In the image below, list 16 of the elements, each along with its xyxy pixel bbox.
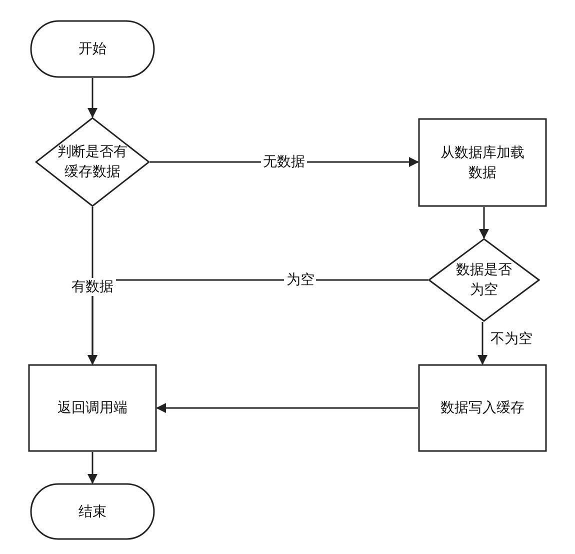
arrow (88, 452, 98, 484)
arrow (156, 403, 418, 413)
terminal-box: 开始 (30, 20, 155, 78)
decision-diamond: 数据是否为空 (428, 238, 540, 322)
arrow (88, 78, 98, 118)
terminal-box: 结束 (30, 483, 155, 540)
edge-label: 无数据 (261, 153, 307, 171)
arrow (479, 207, 489, 239)
edge-label: 有数据 (70, 278, 116, 296)
process-box: 从数据库加载数据 (418, 118, 547, 207)
process-box: 数据写入缓存 (418, 364, 547, 452)
edge-label: 为空 (284, 271, 316, 289)
edge-label: 不为空 (490, 330, 534, 348)
arrow (478, 322, 488, 365)
decision-diamond: 判断是否有缓存数据 (35, 117, 150, 207)
process-box: 返回调用端 (28, 364, 157, 452)
